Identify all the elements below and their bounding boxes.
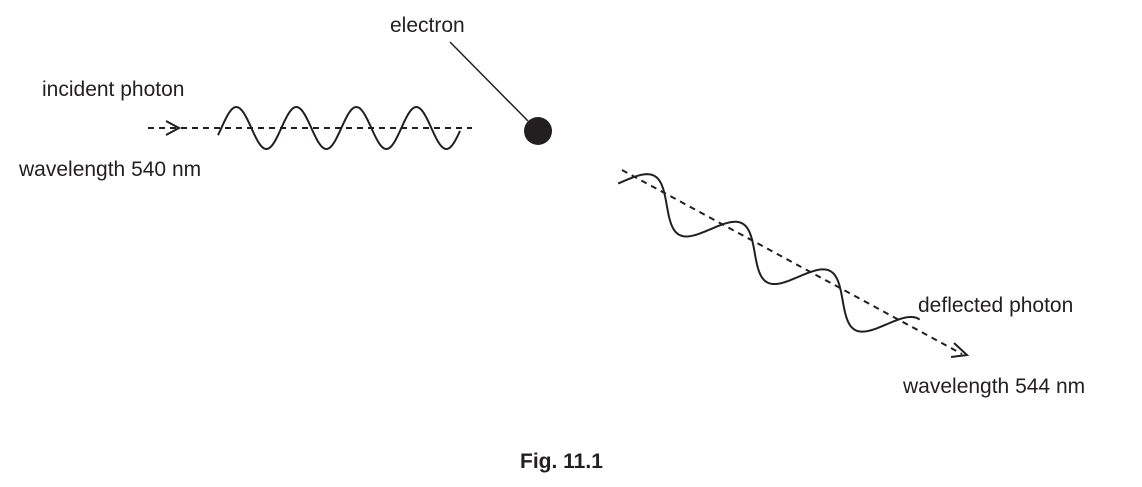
- incident-photon-label: incident photon: [42, 78, 185, 101]
- deflected-wave: [617, 173, 921, 333]
- deflected-direction-line: [621, 169, 963, 355]
- incident-wavelength-label: wavelength 540 nm: [19, 158, 202, 181]
- deflected-arrowhead: [950, 342, 970, 358]
- deflected-wavelength-label: wavelength 544 nm: [903, 375, 1086, 398]
- electron-label: electron: [390, 14, 465, 37]
- incident-arrowhead: [165, 120, 182, 136]
- electron-leader-line: [449, 41, 529, 122]
- electron-dot: [524, 117, 552, 145]
- figure-caption: Fig. 11.1: [520, 450, 603, 473]
- incident-wave: [217, 105, 461, 151]
- deflected-photon-label: deflected photon: [918, 294, 1074, 317]
